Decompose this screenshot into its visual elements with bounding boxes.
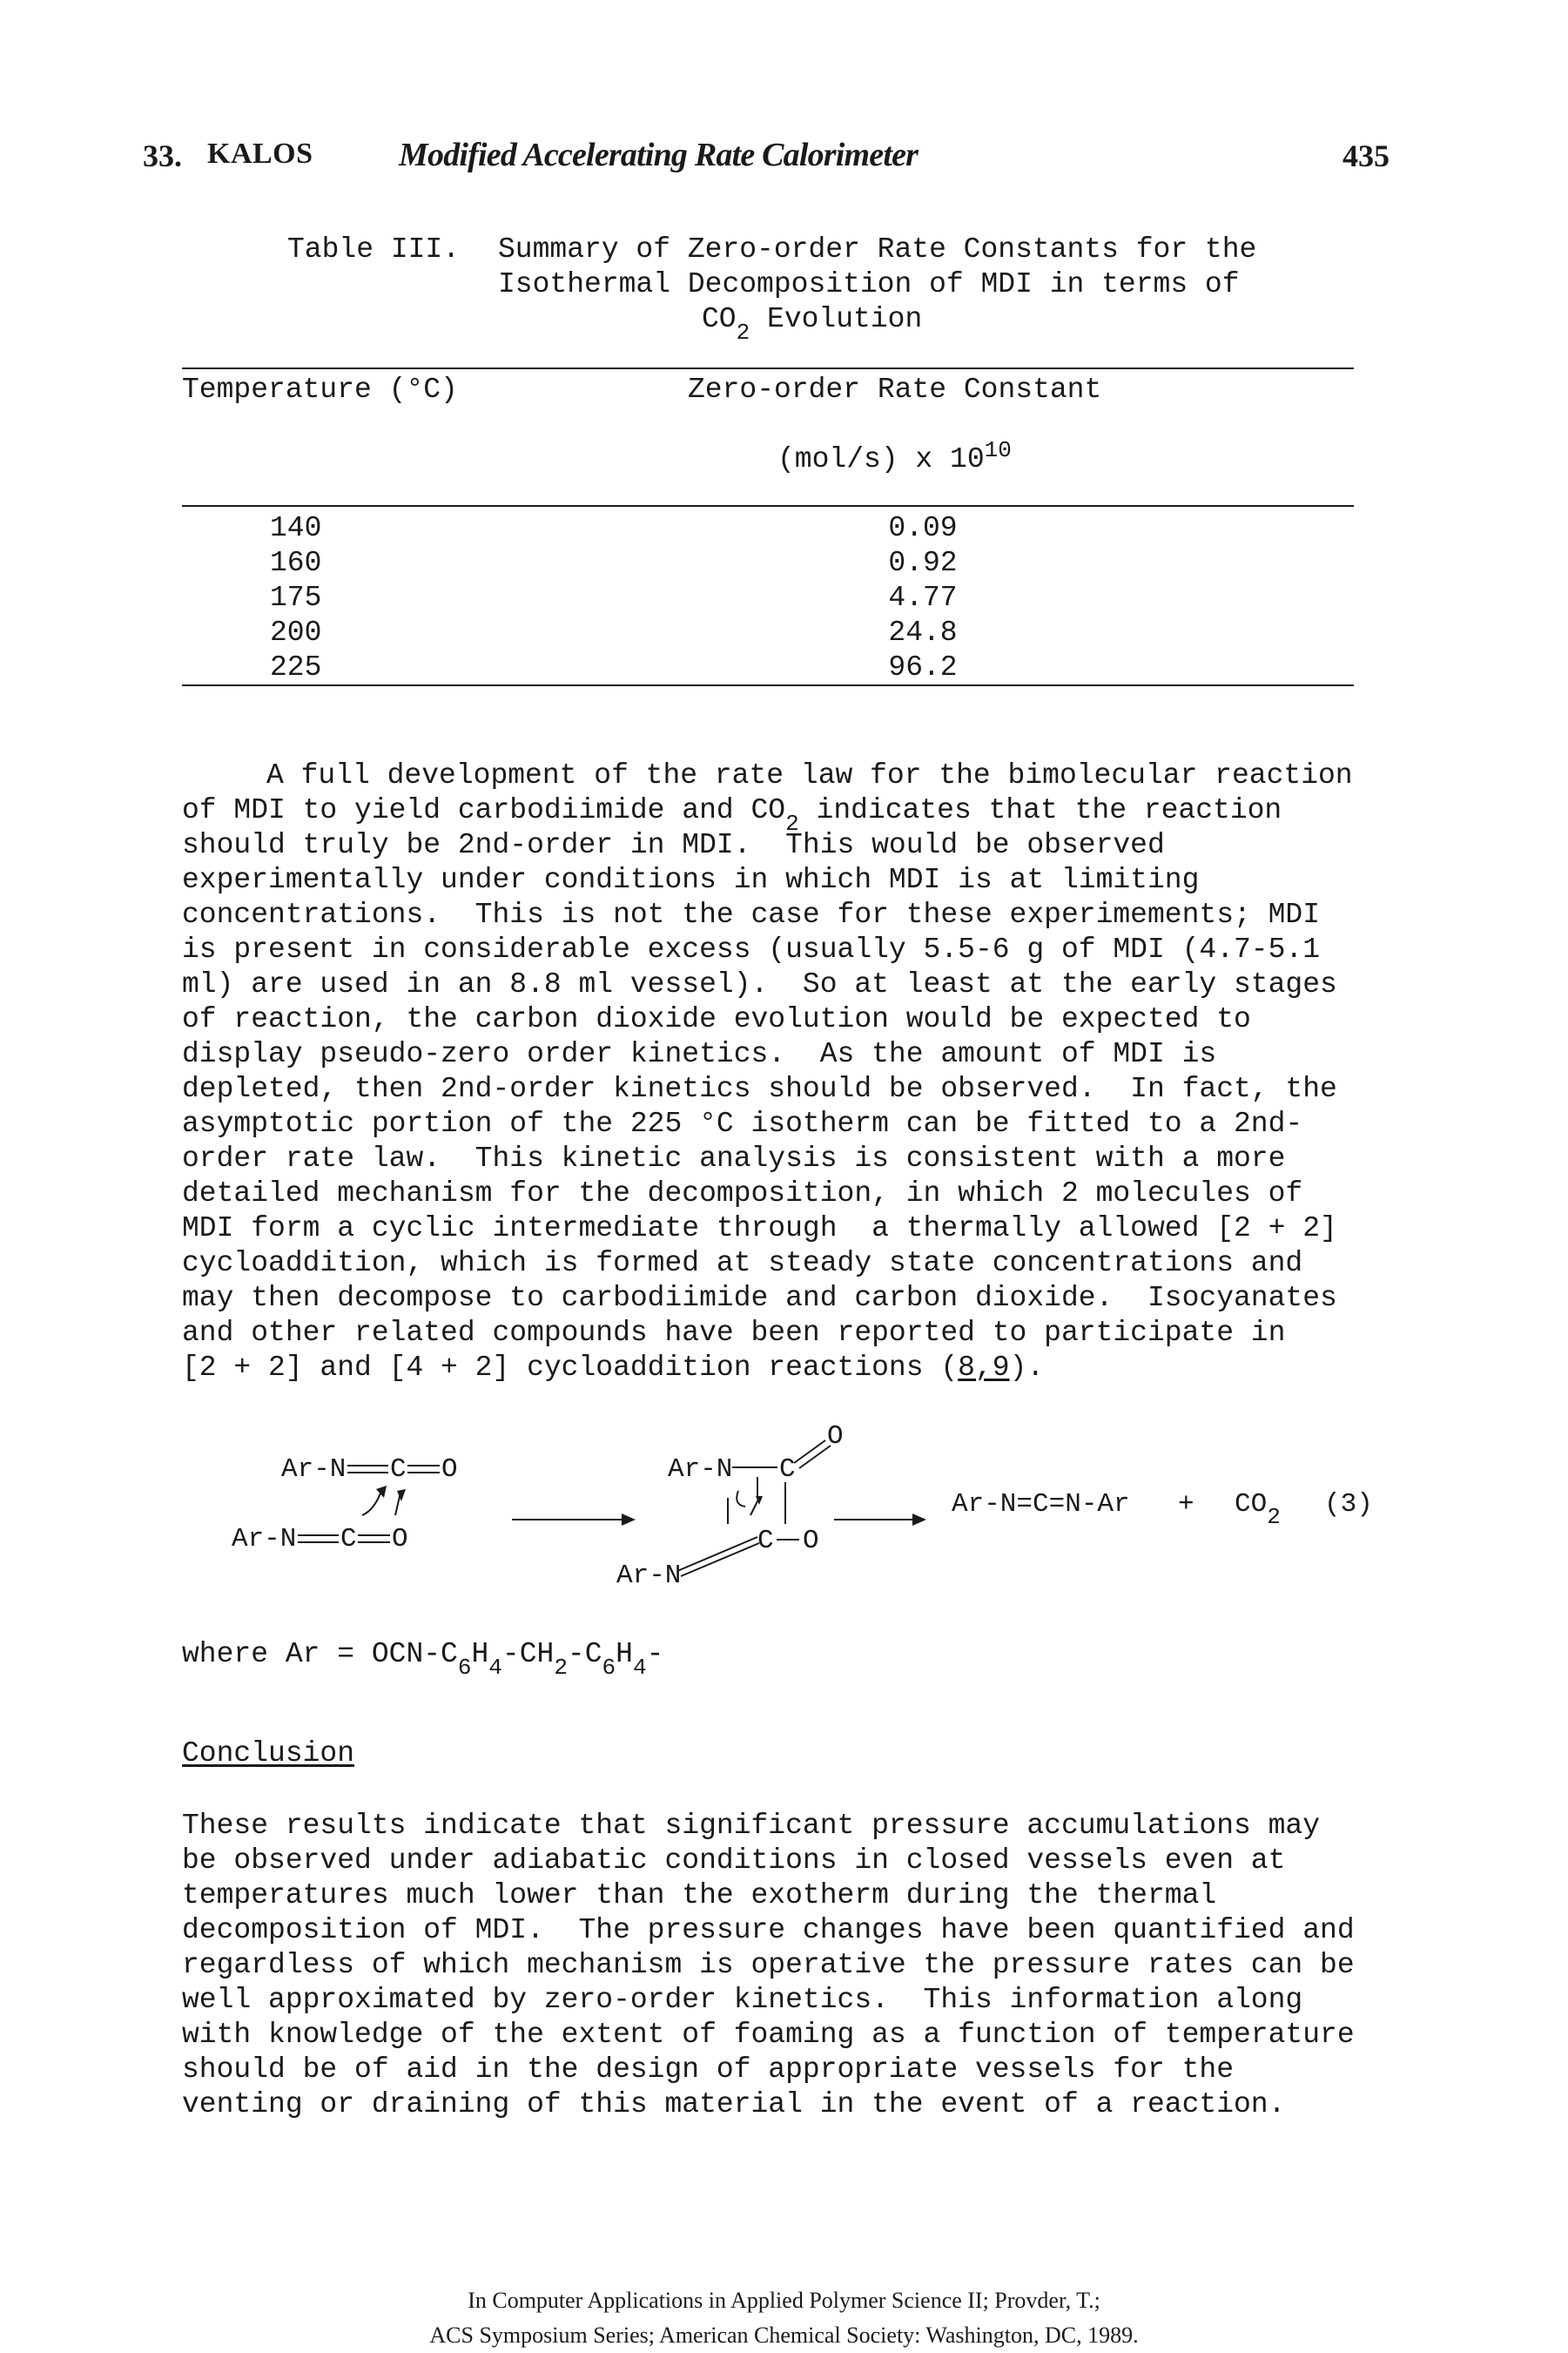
product-co2: CO2	[1235, 1489, 1281, 1530]
equation-number: (3)	[1324, 1489, 1373, 1520]
text-line: regardless of which mechanism is operati…	[182, 1949, 1355, 1981]
text-line: with knowledge of the extent of foaming …	[182, 2019, 1355, 2051]
table-cell-rate: 4.77	[888, 582, 958, 614]
text-line: temperatures much lower than the exother…	[182, 1879, 1217, 1911]
text-line: experimentally under conditions in which…	[182, 864, 1200, 896]
reaction-scheme: Ar-N C O Ar-N C O Ar-N C O C O Ar-N Ar-N…	[0, 1411, 1568, 1620]
table-cell-temperature: 225	[270, 651, 322, 684]
text-line: venting or draining of this material in …	[182, 2088, 1286, 2120]
text-line: MDI form a cyclic intermediate through a…	[182, 1212, 1337, 1244]
text-line: detailed mechanism for the decomposition…	[182, 1177, 1303, 1210]
table-cell-temperature: 175	[270, 582, 322, 614]
text-line: ml) are used in an 8.8 ml vessel). So at…	[182, 968, 1337, 1001]
chapter-title: Modified Accelerating Rate Calorimeter	[399, 137, 919, 173]
page-number: 435	[1343, 138, 1390, 173]
intermediate-top-carbon: C	[779, 1454, 796, 1485]
author-name: KALOS	[207, 138, 313, 170]
citation-reference: 8,9	[958, 1352, 1010, 1384]
table-caption-line-3: CO2 Evolution	[702, 303, 923, 346]
table-cell-rate: 0.09	[888, 512, 958, 544]
intermediate-top-oxygen: O	[827, 1421, 844, 1452]
table-cell-rate: 96.2	[888, 651, 958, 684]
table-bottom-rule	[182, 684, 1354, 686]
intermediate-top-label: Ar-N	[668, 1454, 733, 1485]
table-cell-rate: 24.8	[888, 617, 958, 649]
text-line: of MDI to yield carbodiimide and CO2 ind…	[182, 794, 1282, 837]
table-caption-line-1: Summary of Zero-order Rate Constants for…	[498, 233, 1257, 266]
footer-line-1: In Computer Applications in Applied Poly…	[468, 2288, 1100, 2313]
source-citation-footer: In Computer Applications in Applied Poly…	[0, 2283, 1568, 2353]
footer-line-2: ACS Symposium Series; American Chemical …	[429, 2323, 1139, 2348]
text-line: asymptotic portion of the 225 °C isother…	[182, 1108, 1303, 1140]
intermediate-bottom-oxygen: O	[803, 1526, 819, 1556]
text-line: display pseudo-zero order kinetics. As t…	[182, 1038, 1217, 1070]
reactant-bottom-carbon: C	[340, 1524, 357, 1554]
text-line: These results indicate that significant …	[182, 1810, 1321, 1842]
intermediate-bottom-carbon: C	[757, 1526, 774, 1556]
table-caption-line-2: Isothermal Decomposition of MDI in terms…	[498, 268, 1240, 300]
text-line: order rate law. This kinetic analysis is…	[182, 1143, 1286, 1175]
text-line: of reaction, the carbon dioxide evolutio…	[182, 1003, 1251, 1035]
text-line: and other related compounds have been re…	[182, 1317, 1286, 1349]
table-cell-temperature: 160	[270, 547, 322, 579]
text-line: concentrations. This is not the case for…	[182, 899, 1321, 931]
table-cell-temperature: 200	[270, 617, 322, 649]
text-line: depleted, then 2nd-order kinetics should…	[182, 1073, 1337, 1105]
text-line: is present in considerable excess (usual…	[182, 934, 1321, 966]
text-line: well approximated by zero-order kinetics…	[182, 1984, 1303, 2016]
aryl-definition: where Ar = OCN-C6H4-CH2-C6H4-	[182, 1638, 664, 1681]
text-line: A full development of the rate law for t…	[266, 759, 1353, 792]
chapter-number: 33.	[143, 138, 182, 173]
table-top-rule	[182, 367, 1354, 369]
reactant-top-carbon: C	[390, 1454, 407, 1485]
text-line: [2 + 2] and [4 + 2] cycloaddition reacti…	[182, 1352, 1045, 1384]
column-header-temperature: Temperature (°C)	[182, 374, 458, 406]
reactant-bottom-oxygen: O	[392, 1524, 408, 1554]
plus-sign: +	[1178, 1489, 1195, 1520]
body-paragraph: A full development of the rate law for t…	[182, 758, 1353, 1386]
reactant-top-oxygen: O	[441, 1454, 458, 1485]
table-cell-temperature: 140	[270, 512, 322, 544]
table-header-rule	[182, 505, 1354, 507]
text-line: should truly be 2nd-order in MDI. This w…	[182, 829, 1165, 861]
text-line: decomposition of MDI. The pressure chang…	[182, 1914, 1355, 1946]
section-heading-conclusion: Conclusion	[182, 1737, 355, 1770]
reactant-top-label: Ar-N	[281, 1454, 347, 1485]
intermediate-bottom-label: Ar-N	[616, 1561, 682, 1591]
text-line: may then decompose to carbodiimide and c…	[182, 1282, 1337, 1314]
scheme-bonds-and-arrows	[298, 1439, 926, 1577]
text-line: should be of aid in the design of approp…	[182, 2053, 1234, 2086]
product-carbodiimide: Ar-N=C=N-Ar	[952, 1489, 1130, 1520]
conclusion-paragraph: These results indicate that significant …	[182, 1809, 1355, 2122]
table-cell-rate: 0.92	[888, 547, 958, 579]
column-header-unit: (mol/s) x 1010	[777, 437, 1012, 475]
table-caption-label: Table III.	[287, 233, 461, 266]
reactant-bottom-label: Ar-N	[232, 1524, 297, 1554]
text-line: be observed under adiabatic conditions i…	[182, 1844, 1286, 1877]
column-header-rate-constant: Zero-order Rate Constant	[688, 374, 1102, 406]
text-line: cycloaddition, which is formed at steady…	[182, 1247, 1303, 1279]
